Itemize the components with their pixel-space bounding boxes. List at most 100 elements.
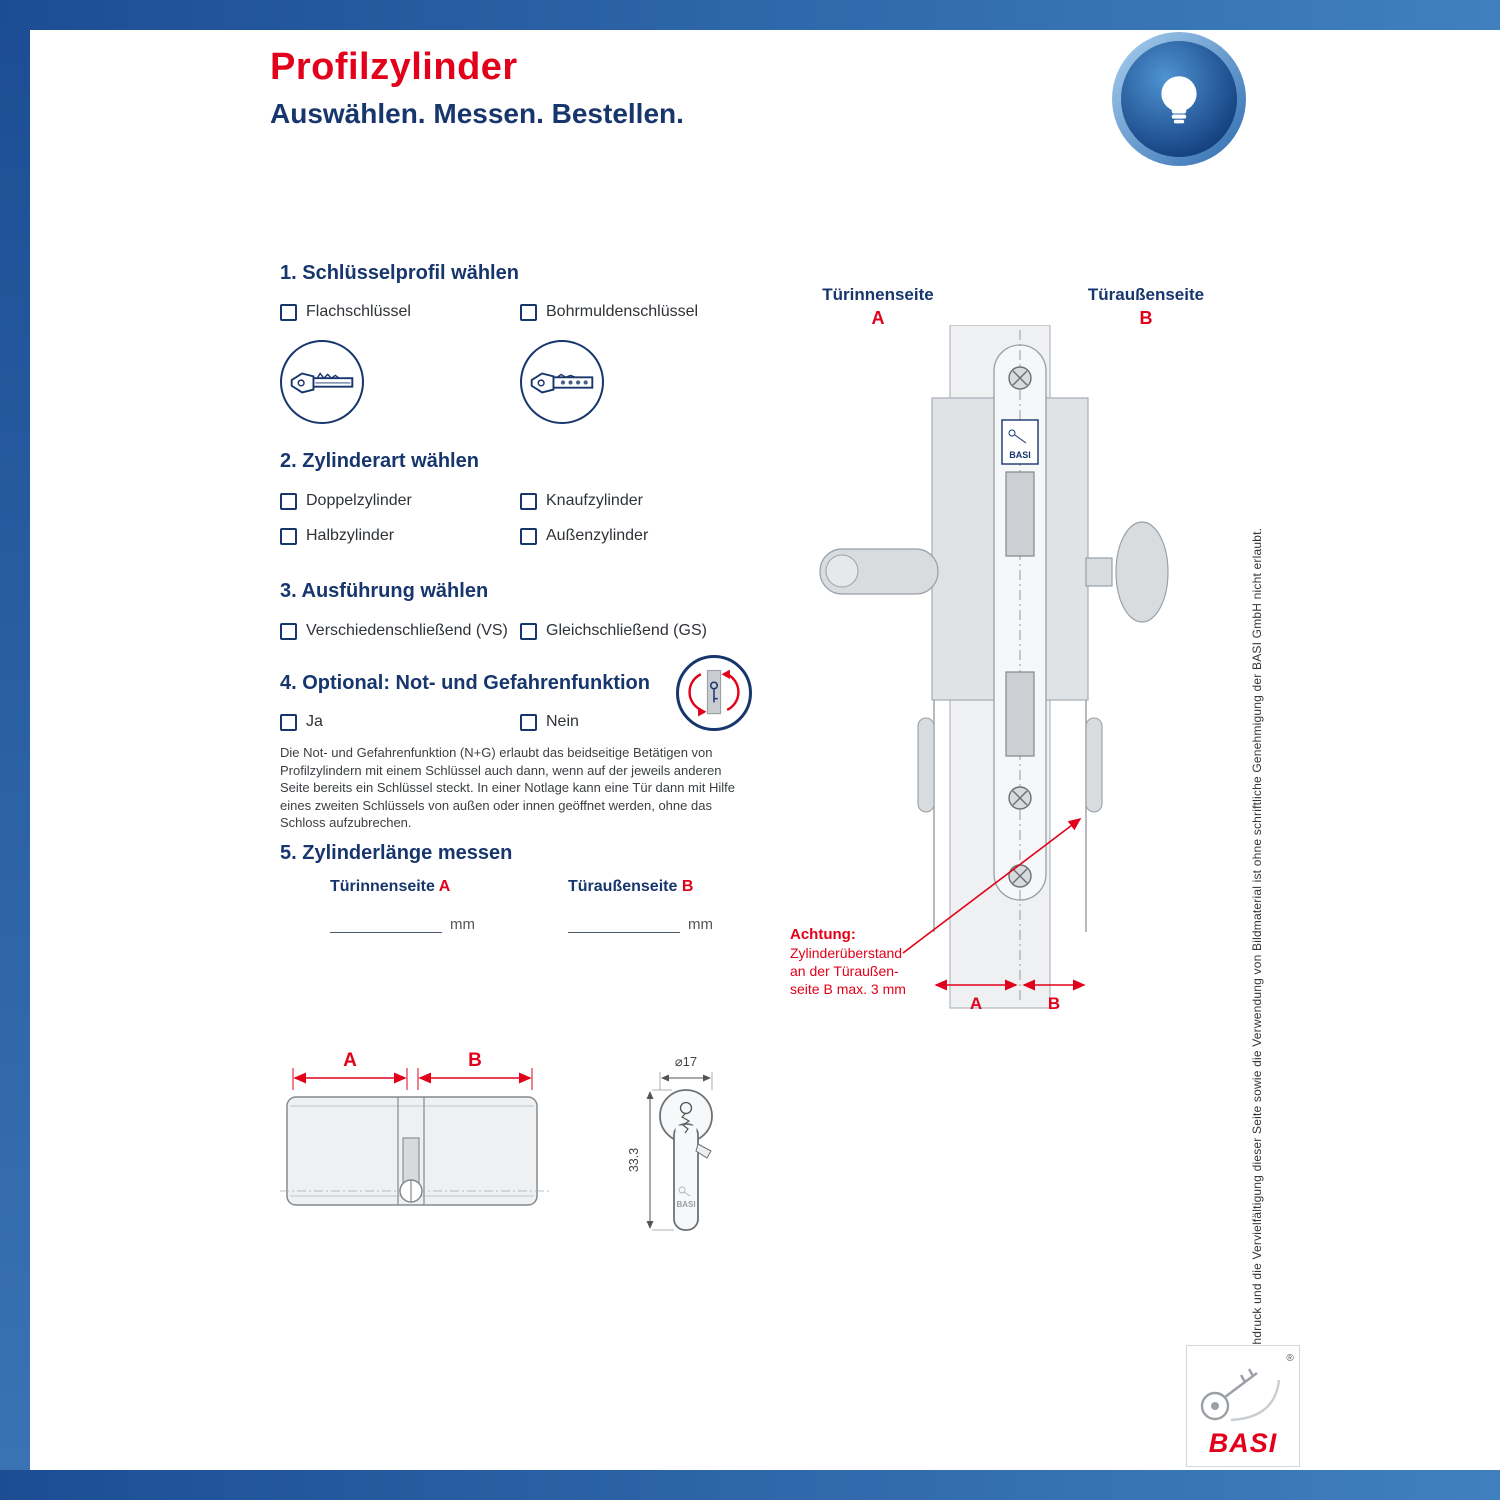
measure-inner-text: Türinnenseite	[330, 878, 435, 895]
option-label: Gleichschließend (GS)	[546, 622, 707, 639]
rose-outer	[1085, 717, 1103, 813]
screw-icon	[1008, 864, 1032, 888]
dimple-key-glyph	[530, 372, 594, 394]
flat-key-icon	[280, 340, 364, 424]
measure-inner-input[interactable]	[330, 916, 442, 933]
warning-line: Zylinderüberstand	[790, 945, 903, 961]
option-label: Verschiedenschließend (VS)	[306, 622, 508, 639]
knob	[1115, 521, 1169, 623]
option-doppelzylinder: Doppelzylinder	[280, 492, 412, 510]
option-label: Halbzylinder	[306, 527, 395, 544]
diameter-label: ⌀17	[675, 1054, 697, 1069]
option-knaufzylinder: Knaufzylinder	[520, 492, 643, 510]
basi-logo: ® BASI	[1186, 1345, 1300, 1467]
cross-logo-text: BASI	[676, 1200, 695, 1209]
option-label: Knaufzylinder	[546, 492, 643, 509]
checkbox-aussenzylinder[interactable]	[520, 527, 537, 545]
warning-line: seite B max. 3 mm	[790, 981, 906, 997]
deadbolt	[1005, 671, 1035, 757]
measure-outer-label: Türaußenseite B	[568, 878, 693, 896]
checkbox-gs[interactable]	[520, 622, 537, 640]
frame-left	[0, 0, 30, 1500]
step2-heading: 2. Zylinderart wählen	[280, 450, 479, 472]
key-bit	[695, 1143, 712, 1159]
measure-outer-input[interactable]	[568, 916, 680, 933]
diagram-inner-label: Türinnenseite	[822, 285, 934, 304]
diagram-outer-letter: B	[1139, 308, 1153, 328]
cyl-dim-a-label: A	[343, 1050, 357, 1071]
mini-logo-key-shaft	[1014, 434, 1027, 444]
page-subtitle: Auswählen. Messen. Bestellen.	[270, 98, 684, 129]
rose-inner	[917, 717, 935, 813]
screw-icon	[1008, 366, 1032, 390]
lock-diagram: BASI A B	[819, 325, 1169, 1013]
page-title: Profilzylinder	[270, 46, 518, 88]
dimple-key-icon	[520, 340, 604, 424]
option-aussenzylinder: Außenzylinder	[520, 527, 648, 545]
option-ja: Ja	[280, 713, 323, 731]
measure-inner-label: Türinnenseite A	[330, 878, 450, 896]
checkbox-vs[interactable]	[280, 622, 297, 640]
dim-b-label: B	[1048, 994, 1060, 1013]
light-bulb-icon	[1112, 32, 1246, 166]
flat-key-glyph	[290, 372, 354, 394]
warning-title: Achtung:	[790, 926, 856, 943]
emergency-function-description: Die Not- und Gefahrenfunktion (N+G) erla…	[280, 745, 735, 830]
emergency-function-icon	[676, 655, 752, 731]
checkbox-flachschluessel[interactable]	[280, 303, 297, 321]
step4-heading: 4. Optional: Not- und Gefahrenfunktion	[280, 672, 650, 694]
handle-end	[825, 554, 859, 588]
frame-bottom	[0, 1470, 1500, 1500]
step5-heading: 5. Zylinderlänge messen	[280, 842, 513, 864]
measure-outer-letter: B	[681, 878, 694, 895]
step3-heading: 3. Ausführung wählen	[280, 580, 489, 602]
option-label: Außenzylinder	[546, 527, 649, 544]
option-bohrmuldenschluessel: Bohrmuldenschlüssel	[520, 303, 698, 321]
checkbox-ja[interactable]	[280, 713, 297, 731]
unit-label: mm	[688, 916, 713, 933]
diagram-outer-label: Türaußenseite	[1087, 285, 1205, 304]
measure-inner-letter: A	[438, 878, 451, 895]
warning-line: an der Türaußen-	[790, 963, 899, 979]
height-label: 33.3	[628, 1148, 641, 1172]
option-label: Flachschlüssel	[306, 303, 411, 320]
emergency-function-glyph	[688, 669, 740, 717]
option-nein: Nein	[520, 713, 579, 731]
option-flachschluessel: Flachschlüssel	[280, 303, 411, 321]
cyl-dim-b-label: B	[468, 1050, 482, 1071]
option-gs: Gleichschließend (GS)	[520, 622, 707, 640]
option-label: Bohrmuldenschlüssel	[546, 303, 699, 320]
warning-pointer-line	[902, 818, 1082, 954]
basi-logo-art: ® BASI	[1200, 1353, 1294, 1458]
key-blade	[681, 1112, 691, 1134]
checkbox-halbzylinder[interactable]	[280, 527, 297, 545]
screw-icon	[1008, 786, 1032, 810]
step1-heading: 1. Schlüsselprofil wählen	[280, 262, 519, 284]
mini-logo-box	[1001, 419, 1039, 465]
option-label: Doppelzylinder	[306, 492, 412, 509]
checkbox-knaufzylinder[interactable]	[520, 492, 537, 510]
bulb-glyph	[1161, 76, 1197, 124]
unit-label: mm	[450, 916, 475, 933]
option-label: Ja	[306, 713, 323, 730]
cross-section-drawing: ⌀17 BASI 33.3	[628, 1054, 713, 1231]
warning-note: Achtung: Zylinderüberstand an der Türauß…	[790, 926, 950, 998]
dim-a-label: A	[970, 994, 982, 1013]
latch	[1005, 471, 1035, 557]
option-label: Nein	[546, 713, 579, 730]
cylinder-drawing: A B	[280, 1050, 550, 1206]
checkbox-bohrmuldenschluessel[interactable]	[520, 303, 537, 321]
profile-stem	[673, 1123, 699, 1231]
basi-logo-text: BASI	[1209, 1428, 1278, 1458]
checkbox-doppelzylinder[interactable]	[280, 492, 297, 510]
knob-neck	[1085, 557, 1113, 587]
light-bulb-icon-inner	[1121, 41, 1237, 157]
registered-mark: ®	[1286, 1353, 1294, 1364]
mini-logo-key	[1008, 429, 1016, 437]
measure-inner-field-row: mm	[330, 916, 475, 933]
mini-logo-text: BASI	[1009, 450, 1031, 460]
copyright-notice: Ein Nachdruck und die Vervielfältigung d…	[1250, 527, 1264, 1388]
checkbox-nein[interactable]	[520, 713, 537, 731]
diagram-inner-letter: A	[871, 308, 885, 328]
